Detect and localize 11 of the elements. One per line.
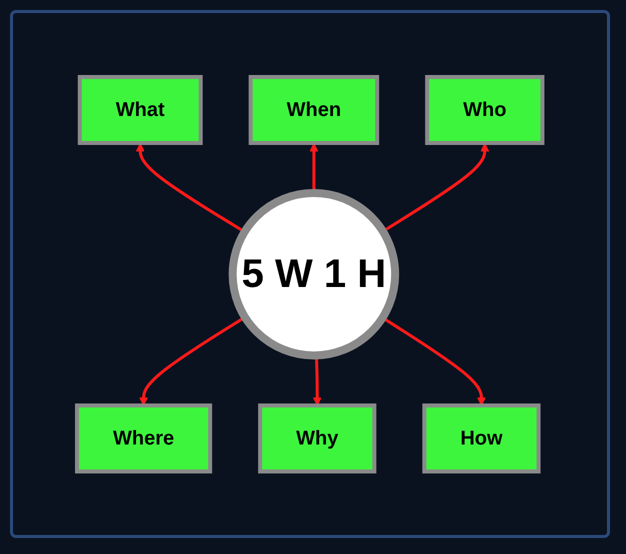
node-box	[258, 403, 377, 474]
arrow	[386, 142, 490, 230]
arrow	[310, 142, 319, 189]
node-box	[78, 74, 203, 145]
node-box	[248, 74, 380, 145]
node-box	[425, 74, 545, 145]
node-circle	[228, 188, 400, 360]
node-box	[422, 403, 541, 474]
panel-frame: What When Who 5 W 1 H Where Why How	[10, 10, 610, 538]
node-box	[75, 403, 212, 474]
arrow	[136, 142, 242, 231]
